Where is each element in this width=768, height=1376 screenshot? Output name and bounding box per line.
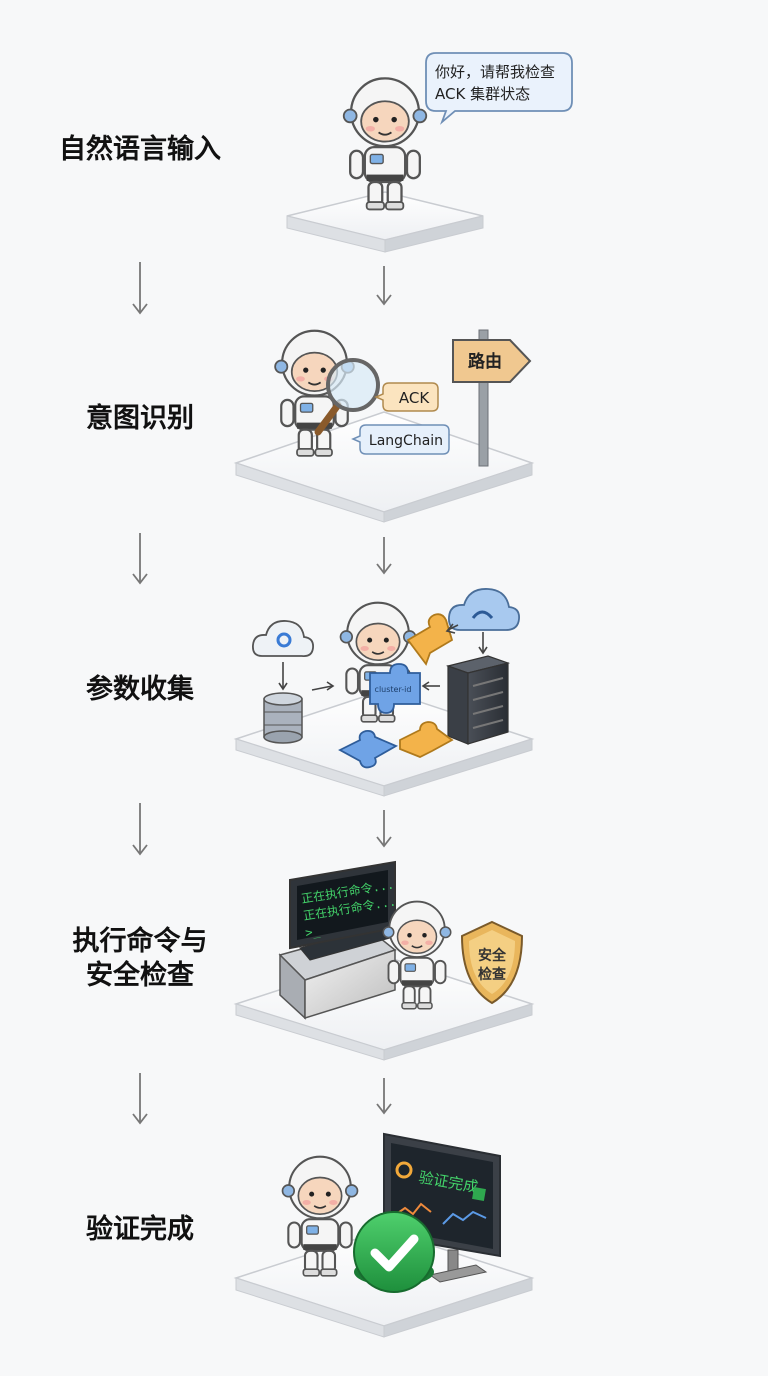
step4-label: 执行命令与 安全检查 (30, 925, 250, 993)
ack-tag-label: ACK (399, 389, 430, 407)
down-arrow-icon (376, 537, 392, 575)
langchain-tag-label: LangChain (369, 433, 443, 449)
down-arrow-icon (376, 1078, 392, 1115)
cloud-icon (252, 620, 314, 657)
server-rack-icon (445, 655, 511, 745)
flow-arrows (278, 623, 488, 691)
platform (233, 411, 535, 523)
shield-line1: 安全 (478, 947, 507, 964)
step1-scene: 你好，请帮我检查 ACK 集群状态 (286, 52, 573, 253)
step5-scene: 验证完成 (233, 1132, 535, 1338)
down-arrow-icon (132, 533, 148, 585)
step2-label: 意图识别 (86, 403, 194, 434)
step5-label: 验证完成 (86, 1214, 194, 1245)
terminal-console (278, 925, 397, 1020)
puzzle-text: cluster-id (375, 685, 412, 694)
ack-tag: ACK (374, 382, 439, 412)
terminal-prompt: >_ (304, 924, 321, 940)
speech-bubble: 你好，请帮我检查 ACK 集群状态 (425, 52, 573, 125)
bubble-line2: ACK 集群状态 (435, 85, 530, 103)
puzzle-piece-orange (406, 613, 454, 666)
langchain-tag: LangChain (351, 424, 450, 455)
step4-label-line1: 执行命令与 (72, 926, 208, 957)
down-arrow-icon (132, 1073, 148, 1125)
puzzle-piece-blue-floor (338, 729, 399, 769)
shield-line2: 检查 (478, 966, 507, 983)
magnifier-icon (314, 358, 380, 436)
step4-label-line2: 安全检查 (86, 960, 194, 991)
shield-icon: 安全 检查 (460, 920, 524, 1005)
down-arrow-icon (376, 810, 392, 848)
platform (233, 689, 535, 797)
terminal-screen: 正在执行命令... 正在执行命令... >_ (289, 860, 397, 950)
step3-label: 参数收集 (86, 674, 194, 705)
step1-label: 自然语言输入 (59, 134, 221, 165)
signpost: 路由 (452, 329, 532, 467)
step2-scene: 路由 ACK LangChain (233, 329, 535, 523)
down-arrow-icon (376, 266, 392, 306)
database-icon (263, 692, 303, 744)
puzzle-piece-blue: cluster-id (369, 663, 421, 714)
bubble-line1: 你好，请帮我检查 (435, 63, 555, 81)
down-arrow-icon (132, 803, 148, 856)
sign-label: 路由 (468, 351, 502, 372)
step3-scene: cluster-id (233, 588, 535, 797)
cloud-icon (448, 588, 520, 631)
step4-scene: 正在执行命令... 正在执行命令... >_ 安全 检查 (233, 860, 535, 1061)
check-circle-icon (353, 1211, 435, 1293)
down-arrow-icon (132, 262, 148, 315)
puzzle-piece-orange-floor (399, 721, 454, 758)
platform (286, 191, 484, 253)
robot (342, 77, 428, 211)
